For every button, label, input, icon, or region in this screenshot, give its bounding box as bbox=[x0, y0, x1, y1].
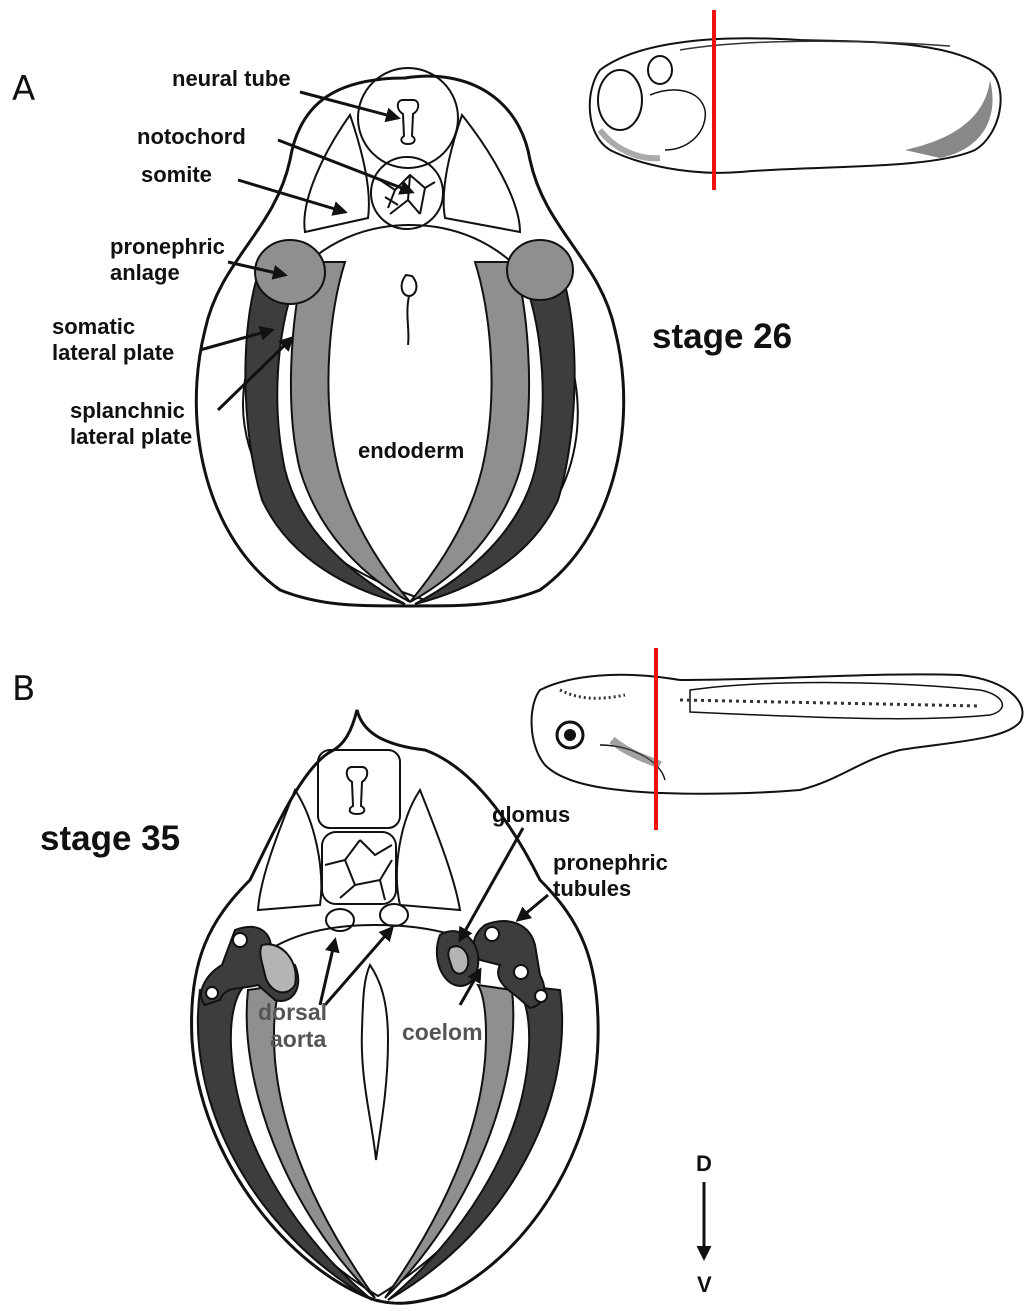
label-dorsal-aorta-line2: aorta bbox=[270, 1026, 326, 1052]
stage35-tubule-lumen-left-2 bbox=[206, 987, 218, 999]
stage26-pronephric-anlage-right bbox=[507, 240, 573, 300]
label-pronephric-anlage-line1: pronephric bbox=[110, 234, 225, 259]
label-somatic-line2: lateral plate bbox=[52, 340, 174, 365]
panel-a: A bbox=[12, 10, 1001, 606]
label-pronephric-tubules-line1: pronephric bbox=[553, 850, 668, 875]
panel-a-letter: A bbox=[12, 69, 35, 109]
stage35-title: stage 35 bbox=[40, 819, 180, 858]
label-neural-tube: neural tube bbox=[172, 66, 291, 91]
stage35-tubule-lumen-right-3 bbox=[535, 990, 547, 1002]
axis-dorsal-label: D bbox=[696, 1151, 712, 1176]
stage26-title: stage 26 bbox=[652, 317, 792, 356]
panel-b: B bbox=[12, 648, 1023, 1303]
label-splanchnic-line1: splanchnic bbox=[70, 398, 185, 423]
label-somite: somite bbox=[141, 162, 212, 187]
label-pronephric-anlage-line2: anlage bbox=[110, 260, 180, 285]
label-dorsal-aorta-line1: dorsal bbox=[258, 999, 327, 1025]
label-coelom: coelom bbox=[402, 1019, 483, 1045]
label-notochord: notochord bbox=[137, 124, 246, 149]
stage35-tubule-lumen-left-1 bbox=[233, 933, 247, 947]
label-splanchnic-line2: lateral plate bbox=[70, 424, 192, 449]
label-pronephric-tubules-line2: tubules bbox=[553, 876, 631, 901]
stage26-embryo-side-view bbox=[590, 10, 1001, 190]
stage35-tubule-lumen-right-1 bbox=[485, 927, 499, 941]
label-glomus: glomus bbox=[492, 802, 570, 827]
stage35-tubule-lumen-right-2 bbox=[514, 965, 528, 979]
axis-ventral-label: V bbox=[697, 1272, 712, 1297]
stage35-embryo-side-view bbox=[532, 648, 1023, 830]
panel-b-letter: B bbox=[12, 669, 35, 709]
label-endoderm: endoderm bbox=[358, 438, 464, 463]
label-somatic-line1: somatic bbox=[52, 314, 135, 339]
